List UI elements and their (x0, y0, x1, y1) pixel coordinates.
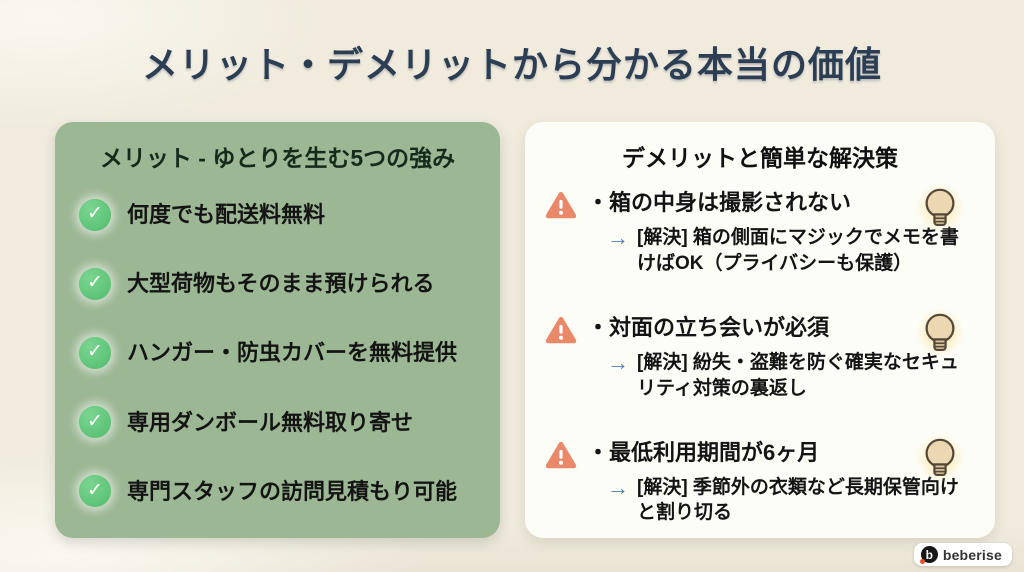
demerit-block: ・最低利用期間が6ヶ月 → [解決] 季節外の衣類など長期保管向けと割り切る (545, 432, 981, 526)
demerit-title-row: ・最低利用期間が6ヶ月 (545, 432, 981, 482)
check-circle-icon: ✓ (79, 475, 111, 508)
warning-triangle-icon (545, 191, 577, 219)
merit-item: ✓ 大型荷物もそのまま預けられる (79, 267, 486, 300)
solution-row: → [解決] 紛失・盗難を防ぐ確実なセキュリティ対策の裏返し (607, 350, 981, 401)
demerit-title-row: ・箱の中身は撮影されない (545, 183, 981, 233)
brand-accent-dot (919, 559, 925, 564)
demerit-title: ・最低利用期間が6ヶ月 (587, 439, 820, 465)
demerit-block: ・箱の中身は撮影されない → [解決] 箱の側面にマジックでメモを書けばOK（プ… (545, 183, 981, 276)
brand-badge: b beberise (913, 543, 1012, 566)
check-circle-icon: ✓ (79, 267, 111, 300)
merit-item-label: 専用ダンボール無料取り寄せ (127, 409, 414, 435)
demerit-block: ・対面の立ち会いが必須 → [解決] 紛失・盗難を防ぐ確実なセキュリティ対策の裏… (545, 307, 981, 401)
lightbulb-icon (915, 307, 965, 358)
demerit-title: ・箱の中身は撮影されない (587, 190, 852, 215)
merit-item: ✓ ハンガー・防虫カバーを無料提供 (79, 336, 486, 369)
demerit-title-row: ・対面の立ち会いが必須 (545, 307, 981, 358)
check-circle-icon: ✓ (79, 336, 111, 369)
merits-panel: メリット - ゆとりを生む5つの強み ✓ 何度でも配送料無料 ✓ 大型荷物もその… (55, 122, 500, 538)
merit-item: ✓ 専用ダンボール無料取り寄せ (79, 406, 486, 439)
check-glyph: ✓ (87, 272, 103, 294)
merit-item-label: ハンガー・防虫カバーを無料提供 (127, 340, 458, 366)
arrow-right-icon: → (607, 474, 629, 500)
merit-item: ✓ 何度でも配送料無料 (79, 198, 486, 231)
brand-name: beberise (942, 546, 1002, 563)
warning-triangle-icon (545, 316, 577, 344)
check-glyph: ✓ (87, 479, 103, 501)
solution-text: [解決] 紛失・盗難を防ぐ確実なセキュリティ対策の裏返し (637, 351, 959, 399)
merits-header: メリット - ゆとりを生む5つの強み (99, 145, 456, 171)
merit-item-label: 大型荷物もそのまま預けられる (127, 271, 435, 297)
lightbulb-icon (915, 432, 965, 482)
arrow-right-icon: → (607, 349, 629, 375)
page-title: メリット・デメリットから分かる本当の価値 (141, 44, 882, 85)
arrow-right-icon: → (607, 225, 629, 250)
solution-row: → [解決] 箱の側面にマジックでメモを書けばOK（プライバシーも保護） (607, 225, 981, 276)
merits-list: ✓ 何度でも配送料無料 ✓ 大型荷物もそのまま預けられる ✓ ハンガー・防虫カバ… (79, 180, 486, 526)
demerits-panel: デメリットと簡単な解決策 ・箱の中身は撮影されない → (525, 122, 995, 538)
demerit-title: ・対面の立ち会いが必須 (587, 314, 830, 340)
check-glyph: ✓ (87, 341, 103, 363)
check-glyph: ✓ (87, 203, 103, 225)
solution-text: [解決] 季節外の衣類など長期保管向けと割り切る (637, 476, 959, 524)
check-circle-icon: ✓ (79, 406, 111, 439)
solution-row: → [解決] 季節外の衣類など長期保管向けと割り切る (607, 475, 981, 526)
brand-logo-icon: b (919, 546, 938, 564)
solution-text: [解決] 箱の側面にマジックでメモを書けばOK（プライバシーも保護） (637, 227, 959, 274)
demerits-list: ・箱の中身は撮影されない → [解決] 箱の側面にマジックでメモを書けばOK（プ… (545, 183, 981, 526)
merit-item: ✓ 専門スタッフの訪問見積もり可能 (79, 475, 486, 508)
demerits-header: デメリットと簡単な解決策 (622, 145, 898, 171)
lightbulb-icon (915, 183, 965, 233)
brand-initial: b (925, 547, 933, 562)
check-glyph: ✓ (87, 410, 103, 432)
warning-triangle-icon (545, 441, 577, 469)
check-circle-icon: ✓ (79, 198, 111, 231)
merit-item-label: 何度でも配送料無料 (127, 201, 326, 227)
merit-item-label: 専門スタッフの訪問見積もり可能 (127, 478, 458, 504)
